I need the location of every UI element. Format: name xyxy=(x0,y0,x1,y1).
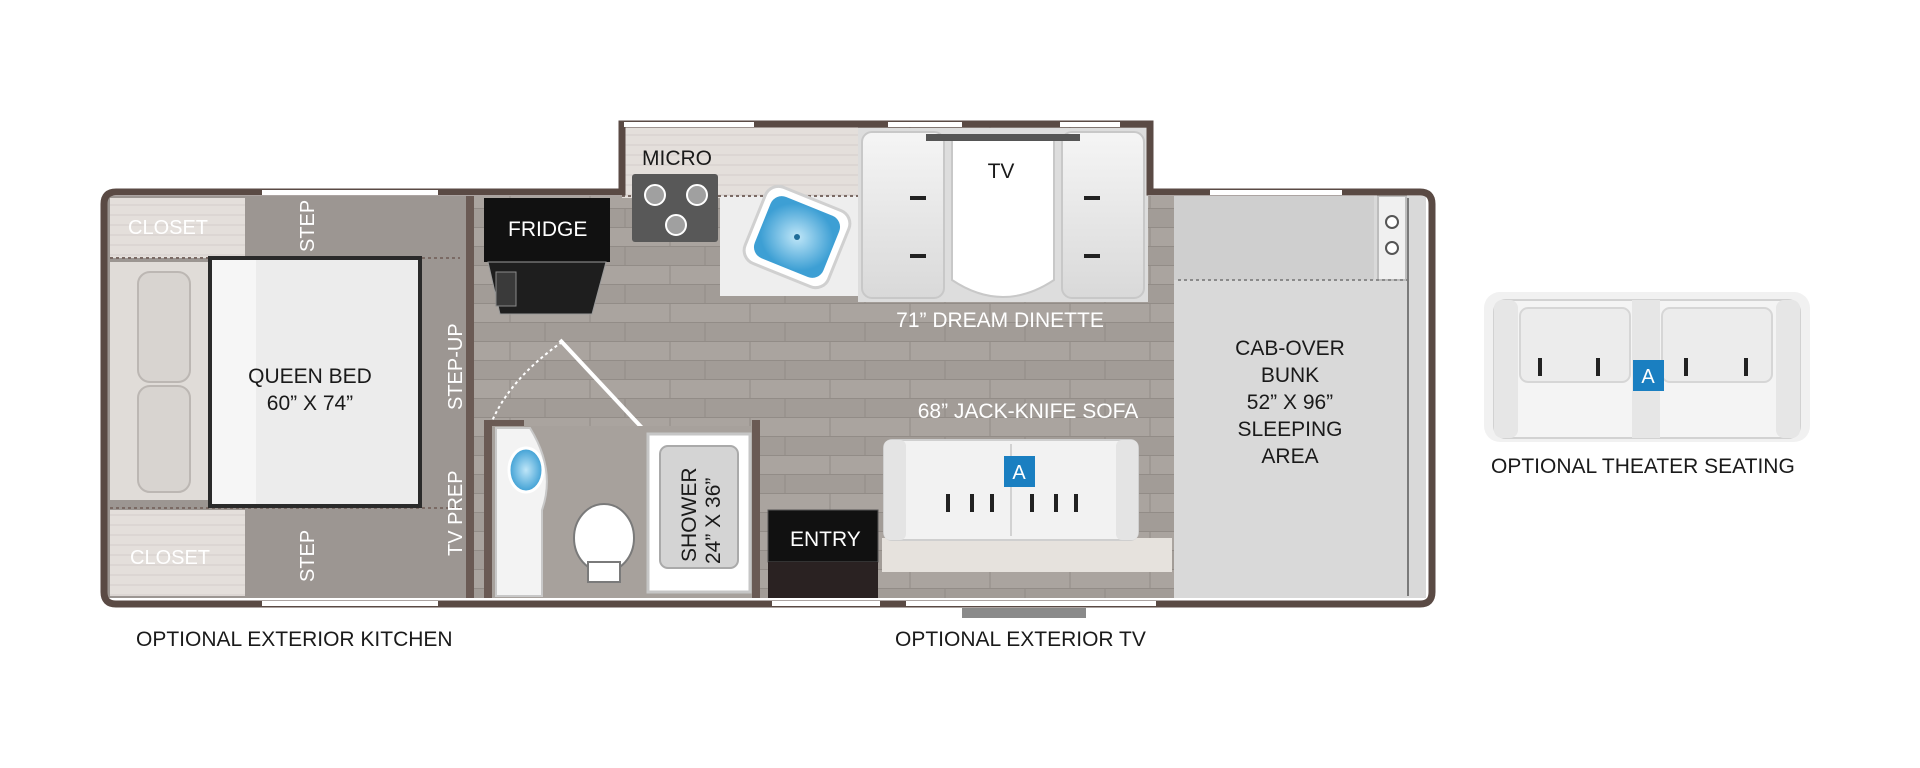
shower-label-line1: SHOWER xyxy=(678,468,701,563)
dinette-table xyxy=(951,139,1055,298)
closet-bottom-label: CLOSET xyxy=(130,547,210,569)
tv-label: TV xyxy=(988,160,1015,183)
toilet xyxy=(573,503,635,583)
outer-wall xyxy=(100,120,1436,608)
queen-bed: QUEEN BED 60” X 74” xyxy=(110,256,422,508)
theater-seat-right xyxy=(1661,307,1773,383)
dinette-seatbelts xyxy=(910,196,1100,258)
bath-wall-left xyxy=(484,420,492,598)
step-top-label: STEP xyxy=(297,200,319,252)
sofa-backrest xyxy=(882,538,1172,572)
dinette-seat-right xyxy=(1061,131,1145,299)
closet-top xyxy=(110,198,245,258)
bath-wall-top xyxy=(484,420,524,426)
sofa-label: 68” JACK-KNIFE SOFA xyxy=(918,400,1139,423)
pillow-bottom xyxy=(137,385,191,493)
kitchen: MICRO FRIDGE xyxy=(484,126,860,315)
bunk-panel xyxy=(1377,195,1407,281)
bedroom-divider-wall xyxy=(466,196,474,598)
bathroom: SHOWER 24” X 36” xyxy=(484,338,760,598)
bed-blanket xyxy=(212,260,256,504)
step-up-label: STEP-UP xyxy=(445,323,467,410)
micro-label: MICRO xyxy=(642,147,712,170)
fridge-label: FRIDGE xyxy=(508,218,587,241)
exterior-walls xyxy=(100,120,1436,618)
closet-bottom xyxy=(110,510,245,596)
entry: ENTRY xyxy=(767,509,879,598)
tv-prep-label: TV PREP xyxy=(445,470,467,556)
burner-front xyxy=(665,214,687,236)
window-sofa-bottom xyxy=(906,601,1156,606)
window-bedroom-top xyxy=(262,190,438,195)
jack-knife-sofa: A 68” JACK-KNIFE SOFA xyxy=(882,400,1172,572)
bunk-label-line4: SLEEPING xyxy=(1237,418,1342,441)
theater-badge xyxy=(1633,360,1664,391)
bunk-label-line1: CAB-OVER xyxy=(1235,337,1345,360)
dinette-label: 71” DREAM DINETTE xyxy=(896,309,1104,332)
burner-left xyxy=(644,184,666,206)
caption-exterior-kitchen: OPTIONAL EXTERIOR KITCHEN xyxy=(136,628,453,651)
caption-theater-seating: OPTIONAL THEATER SEATING xyxy=(1491,455,1795,478)
shower: SHOWER 24” X 36” xyxy=(646,432,752,594)
caption-exterior-tv: OPTIONAL EXTERIOR TV xyxy=(895,628,1146,651)
sofa-arm-left xyxy=(884,440,906,540)
bath-door xyxy=(558,338,646,432)
window-dinette-top-left xyxy=(888,122,962,127)
window-dinette-top-right xyxy=(1060,122,1120,127)
window-cab-top xyxy=(1210,190,1342,195)
kitchen-sink xyxy=(742,184,852,290)
fridge-handle xyxy=(495,271,517,307)
closet-top-label: CLOSET xyxy=(128,217,208,239)
sofa-badge xyxy=(1004,456,1035,487)
window-entry-bottom xyxy=(772,601,880,606)
fridge-body xyxy=(484,198,610,262)
bunk-label-line5: AREA xyxy=(1261,445,1318,468)
entry-label: ENTRY xyxy=(790,528,861,551)
cab-over-bunk: CAB-OVER BUNK 52” X 96” SLEEPING AREA xyxy=(1174,195,1426,598)
bunk-knob-bottom xyxy=(1385,241,1399,255)
bunk-knob-top xyxy=(1385,215,1399,229)
optional-theater-seating: A xyxy=(1484,292,1810,442)
tv-screen xyxy=(926,134,1080,141)
refrigerator: FRIDGE xyxy=(484,198,610,315)
bath-sink xyxy=(507,446,545,494)
bed-label-line2: 60” X 74” xyxy=(267,392,353,415)
stovetop xyxy=(632,174,718,242)
step-bottom-label: STEP xyxy=(297,530,319,582)
toilet-tank xyxy=(587,561,621,583)
sink-drain xyxy=(794,234,800,240)
window-bedroom-bottom xyxy=(262,601,438,606)
bath-wall-right xyxy=(752,420,760,598)
sofa-badge-label: A xyxy=(1012,462,1026,484)
sofa-seatbelts xyxy=(946,494,1078,512)
entry-landing xyxy=(768,562,878,598)
theater-arm-left xyxy=(1494,300,1518,438)
dinette-seat-left xyxy=(861,131,945,299)
bunk-label-line3: 52” X 96” xyxy=(1247,391,1333,414)
entry-step xyxy=(767,509,879,563)
theater-arm-right xyxy=(1776,300,1800,438)
theater-seat-left xyxy=(1519,307,1631,383)
exterior-tv-mount xyxy=(962,608,1086,618)
bedroom: CLOSET CLOSET STEP STEP QUEEN BED 60” X … xyxy=(105,196,474,598)
theater-seatbelts xyxy=(1538,358,1748,376)
shower-base xyxy=(659,445,739,569)
bunk-label-line2: BUNK xyxy=(1261,364,1319,387)
window-kitchen-top xyxy=(624,122,754,127)
burner-right xyxy=(686,184,708,206)
bed-label-line1: QUEEN BED xyxy=(248,365,372,388)
theater-badge-label: A xyxy=(1641,366,1655,388)
bath-door-swing xyxy=(489,341,563,427)
bunk-shelf xyxy=(1174,196,1374,280)
dinette: TV 71” DREAM DINETTE xyxy=(858,128,1148,332)
shower-label-line2: 24” X 36” xyxy=(702,478,725,564)
pillow-top xyxy=(137,271,191,383)
sofa-arm-right xyxy=(1116,440,1138,540)
